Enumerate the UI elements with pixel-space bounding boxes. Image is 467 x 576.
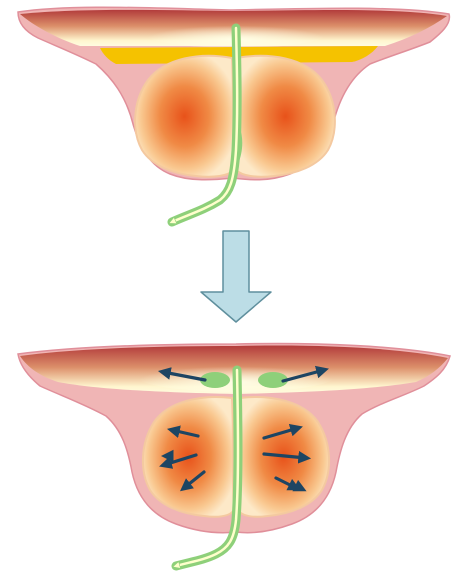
- panel-before: [18, 7, 449, 222]
- down-arrow-icon: [201, 231, 271, 322]
- panel-after: [18, 344, 450, 567]
- arrow-head-icon: [300, 488, 302, 489]
